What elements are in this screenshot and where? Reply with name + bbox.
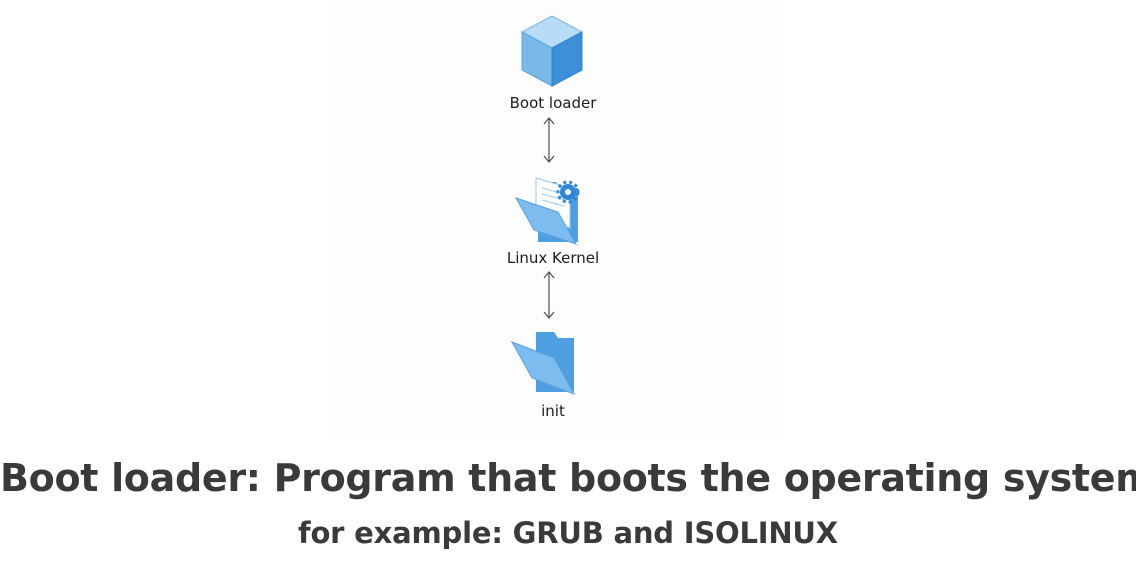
caption-subtitle: for example: GRUB and ISOLINUX	[298, 516, 838, 550]
node-label: init	[541, 402, 565, 420]
node-label: Boot loader	[509, 94, 597, 112]
bidirectional-arrow	[543, 271, 555, 319]
bidirectional-arrow	[543, 117, 555, 163]
caption-title: Boot loader: Program that boots the oper…	[0, 456, 1136, 500]
cube-icon	[520, 15, 584, 87]
folder-icon	[510, 332, 576, 395]
folder-gear-icon	[514, 177, 580, 245]
node-label: Linux Kernel	[506, 249, 600, 267]
